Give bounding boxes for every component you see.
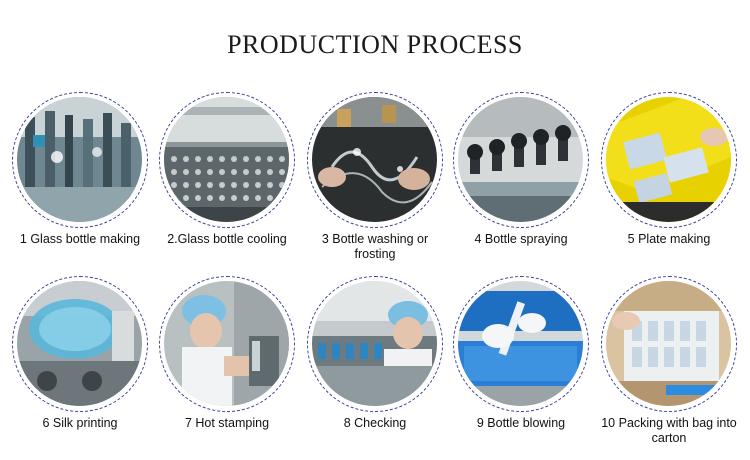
step-7: 7 Hot stamping [152,276,302,431]
step-photo-ring [159,276,295,412]
step-9: 9 Bottle blowing [446,276,596,431]
step-caption: 5 Plate making [627,232,711,246]
silk-printing-photo [17,281,142,406]
step-photo-ring [601,92,737,228]
step-caption: 4 Bottle spraying [474,232,568,246]
step-photo-ring [12,92,148,228]
glass-bottle-cooling-photo [164,97,289,222]
page-title: PRODUCTION PROCESS [227,30,523,59]
step-caption: 8 Checking [343,416,407,430]
step-photo-ring [601,276,737,412]
step-3: 3 Bottle washing or frosting [300,92,450,262]
step-8: 8 Checking [300,276,450,431]
step-caption: 2.Glass bottle cooling [167,232,287,246]
step-photo-ring [307,92,443,228]
step-caption: 3 Bottle washing or frosting [321,232,429,261]
step-caption: 9 Bottle blowing [476,416,566,430]
step-photo-ring [12,276,148,412]
step-caption: 10 Packing with bag into carton [601,416,737,445]
bottle-washing-photo [312,97,437,222]
step-10: 10 Packing with bag into carton [594,276,744,446]
step-1: 1 Glass bottle making [5,92,155,247]
packing-carton-photo [606,281,731,406]
step-photo-ring [307,276,443,412]
step-6: 6 Silk printing [5,276,155,431]
step-photo-ring [453,276,589,412]
step-photo-ring [453,92,589,228]
step-caption: 7 Hot stamping [184,416,270,430]
step-caption: 1 Glass bottle making [19,232,141,246]
step-2: 2.Glass bottle cooling [152,92,302,247]
glass-bottle-making-photo [17,97,142,222]
plate-making-photo [606,97,731,222]
step-5: 5 Plate making [594,92,744,247]
bottle-spraying-photo [458,97,583,222]
step-photo-ring [159,92,295,228]
checking-photo [312,281,437,406]
step-4: 4 Bottle spraying [446,92,596,247]
hot-stamping-photo [164,281,289,406]
step-caption: 6 Silk printing [42,416,118,430]
bottle-blowing-photo [458,281,583,406]
